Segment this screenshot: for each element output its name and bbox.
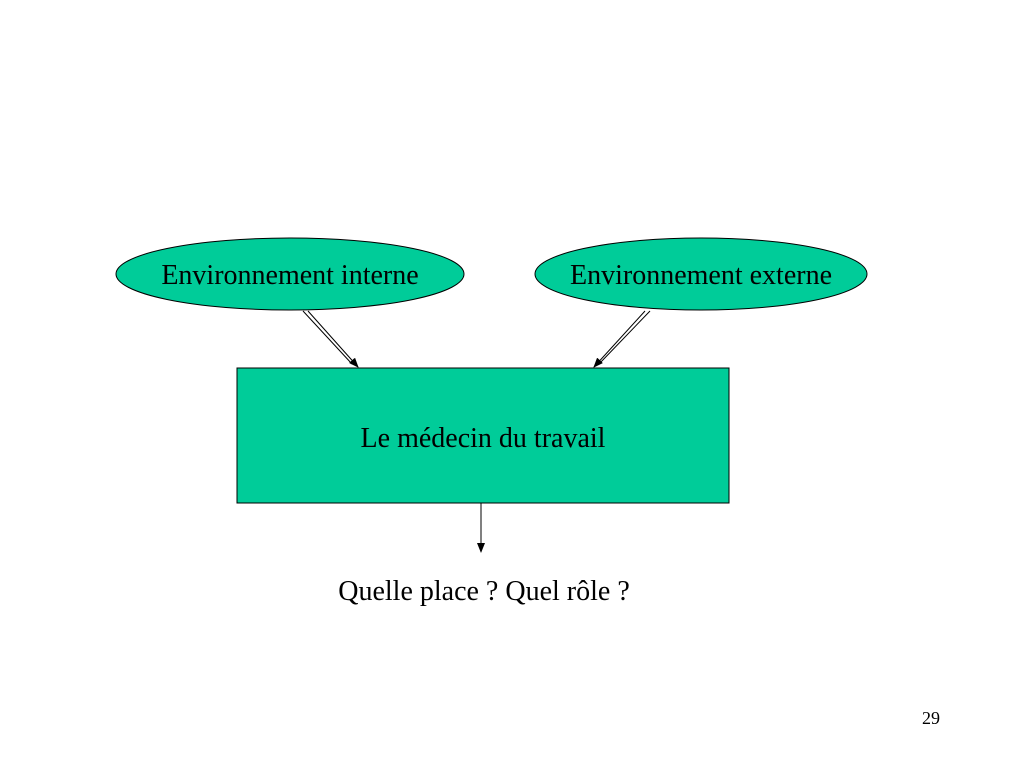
edge-internal-to-doctor: [302, 310, 359, 368]
node-internal-ellipse: [115, 237, 465, 311]
node-doctor-box: [236, 367, 730, 504]
node-external-environment: Environnement externe: [534, 237, 868, 311]
node-occupational-doctor: Le médecin du travail: [236, 367, 730, 504]
question-caption: Quelle place ? Quel rôle ?: [338, 576, 630, 607]
node-doctor-label: Le médecin du travail: [361, 423, 606, 454]
edge-internal-line-a: [302, 310, 353, 365]
node-external-label: Environnement externe: [570, 260, 832, 291]
edge-external-line-a: [598, 310, 651, 365]
edge-external-line-b: [593, 310, 646, 368]
node-internal-label: Environnement interne: [161, 260, 418, 291]
edge-external-to-doctor: [593, 310, 651, 368]
edge-internal-line-b: [307, 310, 359, 368]
node-external-ellipse: [534, 237, 868, 311]
node-internal-environment: Environnement interne: [115, 237, 465, 311]
slide-number: 29: [922, 708, 940, 728]
